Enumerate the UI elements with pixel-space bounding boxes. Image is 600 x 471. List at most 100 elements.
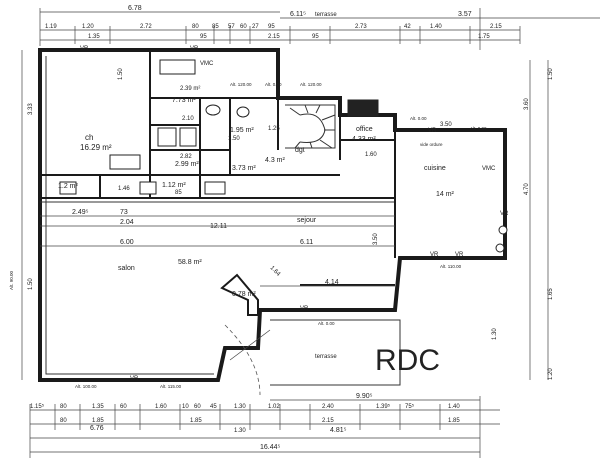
room-area-porch: 0.78 m² (232, 291, 256, 298)
vr-mark: VR (500, 211, 509, 217)
altitude-marks: Alt. 100.00 Alt. 115.00 Alt. 0.00 Alt. 0… (9, 82, 487, 389)
room-name-dgt: dgt (295, 147, 305, 154)
dim-label: 95 (268, 24, 275, 30)
dim-bottom-right-total: 9.90⁵ (356, 393, 373, 400)
dim-label: 1.64 (269, 265, 282, 278)
room-area-ch: 16.29 m² (80, 143, 112, 152)
dim-label: 4.70 (524, 183, 530, 195)
dim-label: 57 (228, 24, 235, 30)
sink-icon (157, 127, 177, 147)
closet-icon (59, 181, 77, 195)
dim-label: 1.35 (92, 404, 104, 410)
dim-label: 6.11 (300, 239, 313, 246)
dim-label: 1.02 (268, 404, 280, 410)
room-area-bath: 7.73 m² (172, 97, 196, 104)
terrasse-top-label: terrasse (315, 12, 337, 18)
room-area-cl1: 1.95 m² (230, 127, 254, 134)
exterior-walls (38, 48, 507, 382)
dim-label: 75⁵ (405, 403, 415, 410)
toilet-icon (205, 104, 221, 116)
dim-label: 12.11 (210, 223, 227, 230)
room-area-small1: 1.2 m² (58, 183, 79, 190)
room-name-cuisine: cuisine (424, 165, 446, 172)
office-desk-icon (347, 99, 379, 117)
sink-icon (179, 127, 197, 147)
dim-label: 1.19 (45, 24, 57, 30)
dim-top-right-overall: 6.11⁵ (290, 11, 306, 18)
room-labels: ch 16.29 m² 7.73 m² 2.39 m² 2.10 2.99 m²… (58, 86, 455, 360)
vr-mark: VR (190, 46, 199, 52)
dim-label: 1.15⁵ (30, 403, 45, 410)
alt-mark: Alt. 100.00 (75, 384, 97, 389)
dim-label: 1.39⁵ (376, 403, 391, 410)
dim-label: 1.40 (430, 24, 442, 30)
dim-label: 1.50 (118, 68, 124, 80)
porch-structure (220, 273, 271, 396)
room-area-wc1: 2.39 m² (180, 86, 200, 92)
vr-mark: VR (300, 306, 309, 312)
room-name-salon: salon (118, 265, 135, 272)
dim-label: 3.50 (440, 122, 452, 128)
column-icon (495, 243, 505, 253)
dim-label: 1.30 (492, 328, 498, 340)
dim-label: 1.40 (448, 404, 460, 410)
alt-mark: Alt. 120.00 (300, 82, 322, 87)
level-label: RDC (375, 344, 440, 377)
dim-label: 60 (120, 404, 127, 410)
alt-mark: Alt. 0.00 (410, 116, 427, 121)
vr-mark: VR (455, 252, 464, 258)
vr-mark: VR (430, 252, 439, 258)
dim-label: 27 (252, 24, 259, 30)
dim-label: 1.75 (478, 34, 490, 40)
dim-label: 1.30 (234, 404, 246, 410)
dim-label: 95 (200, 34, 207, 40)
dim-label: 2.40 (322, 404, 334, 410)
dim-label: 1.50 (548, 68, 554, 80)
washer-icon (139, 181, 157, 195)
room-area-wc2: 2.10 (182, 116, 194, 122)
dim-label: 45 (210, 404, 217, 410)
dim-label: 1.20 (82, 24, 94, 30)
dim-label: 2.15 (322, 418, 334, 424)
sink-icon (204, 181, 226, 195)
vide-ordure-label: vide ordure (420, 142, 443, 147)
room-area-cl2: 3.73 m² (232, 165, 256, 172)
terrasse-area (270, 319, 401, 386)
alt-mark: Alt. 0.00 (318, 321, 335, 326)
room-area-dgt: 4.3 m² (265, 157, 286, 164)
dim-label: 1.60 (155, 404, 167, 410)
dim-label: 3.33 (28, 103, 34, 115)
dim-label: 1.85 (190, 418, 202, 424)
interior-walls (40, 50, 396, 286)
alt-mark: Alt. 0.00 (265, 82, 282, 87)
dim-bottom-partial: 4.81⁵ (330, 427, 347, 434)
dim-label: 2.82 (180, 154, 192, 160)
alt-mark: Alt. 0.00 (470, 126, 487, 131)
dim-label: 10 (182, 404, 189, 410)
dim-label: 80 (192, 24, 199, 30)
alt-mark: Alt. 110.00 (440, 264, 462, 269)
dim-label: 60 (240, 24, 247, 30)
inner-dimensions: 2.49⁵ 73 2.04 12.11 6.00 6.11 1.46 85 2.… (40, 122, 452, 287)
window-marks: VR VR VR VR VR VR VR VR VMC VMC (80, 46, 509, 382)
room-name-sejour: sejour (297, 217, 317, 224)
dim-label: 6.00 (120, 239, 134, 246)
room-name-ch: ch (85, 133, 93, 142)
dim-label: 85 (212, 24, 219, 30)
dim-label: 2.49⁵ (72, 209, 89, 216)
dim-label: 73 (120, 209, 128, 216)
dim-label: 1.20 (548, 368, 554, 380)
dim-label: 85 (175, 190, 182, 196)
shower-icon (109, 154, 141, 170)
dim-label: 80 (60, 404, 67, 410)
dim-label: 1.65 (548, 288, 554, 300)
dim-label: 2.04 (120, 219, 134, 226)
room-name-office: office (356, 126, 373, 133)
dim-label: 60 (194, 404, 201, 410)
dim-top-overall: 6.78 (128, 5, 142, 12)
dim-label: 80 (60, 418, 67, 424)
terrasse-bottom-label: terrasse (315, 354, 337, 360)
dim-label: 2.15 (268, 34, 280, 40)
vr-mark: VR (80, 46, 89, 52)
